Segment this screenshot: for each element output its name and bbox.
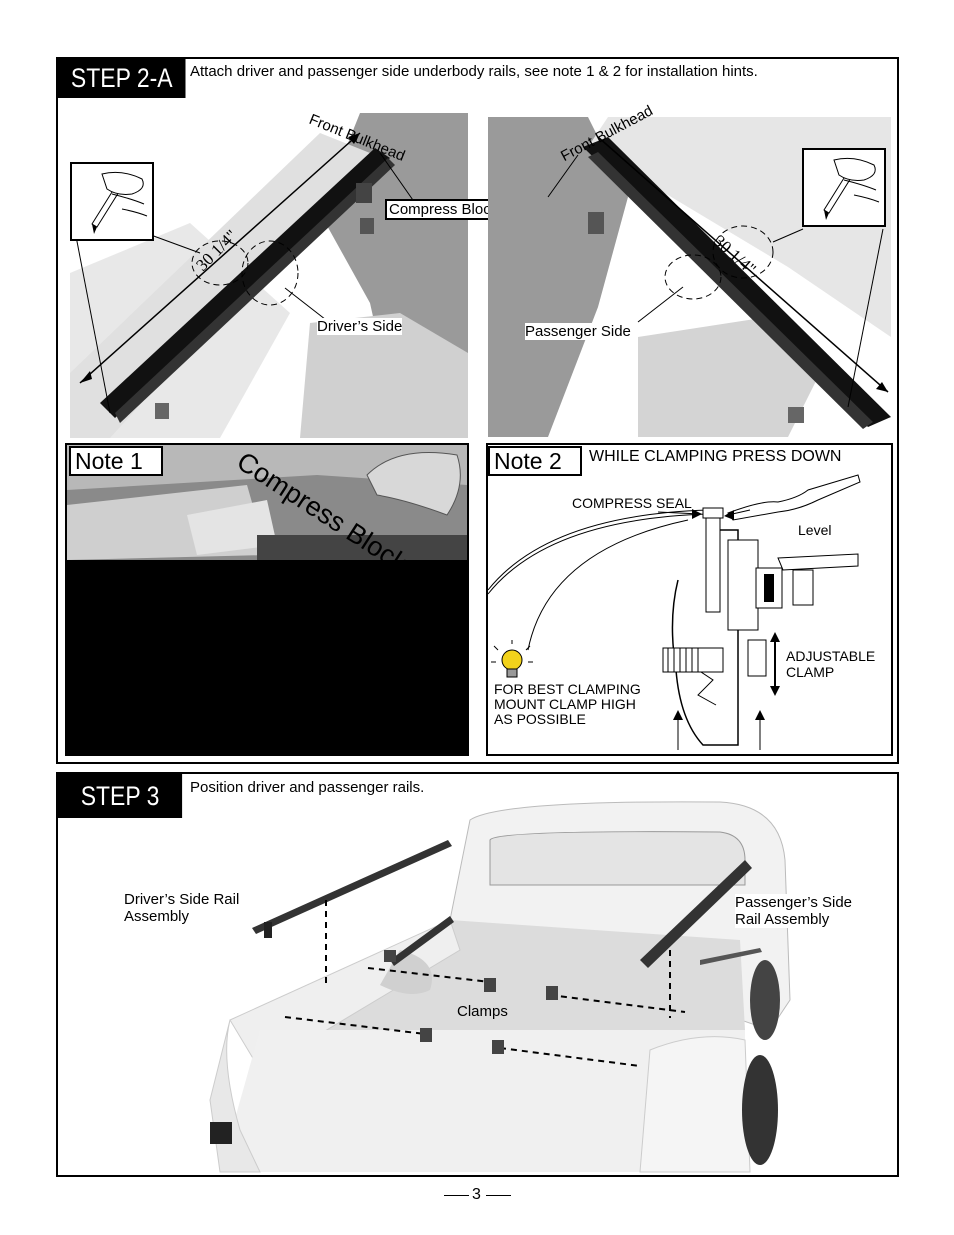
note-1-title: Note 1 <box>69 446 163 476</box>
pencil-hand-icon-right <box>802 148 886 227</box>
step-2a-frame <box>56 57 899 764</box>
note-2-heading: WHILE CLAMPING PRESS DOWN <box>589 448 842 465</box>
tip-line-1: FOR BEST CLAMPING <box>494 681 641 697</box>
note-1-panel <box>65 443 469 756</box>
step-3-instruction: Position driver and passenger rails. <box>190 779 425 796</box>
drivers-side-rail-label-1: Driver’s Side Rail <box>124 891 240 908</box>
page-number-rule-left <box>444 1195 469 1196</box>
adjustable-clamp-label-1: ADJUSTABLE <box>786 648 876 664</box>
step-3-frame <box>56 772 899 1177</box>
note-1-photo <box>67 445 467 560</box>
passenger-side-label: Passenger Side <box>525 323 631 340</box>
page-number-rule-right <box>486 1195 511 1196</box>
note-2-title: Note 2 <box>488 446 582 476</box>
lightbulb-icon <box>491 640 533 678</box>
step-2a-instruction: Attach driver and passenger side underbo… <box>190 63 758 80</box>
passengers-side-rail-label-2: Rail Assembly <box>735 911 830 928</box>
tip-line-2: MOUNT CLAMP HIGH <box>494 696 636 712</box>
clamps-label: Clamps <box>457 1003 508 1020</box>
compress-seal-label: COMPRESS SEAL <box>572 495 692 511</box>
level-label: Level <box>798 522 832 538</box>
truck-bed-illustration <box>209 801 791 1173</box>
page-number: 3 <box>472 1186 481 1203</box>
passengers-side-rail-label-1: Passenger’s Side <box>735 894 853 911</box>
driver-side-illustration <box>70 113 468 438</box>
pencil-hand-icon-left <box>70 162 154 241</box>
adjustable-clamp-label-2: CLAMP <box>786 664 835 680</box>
drivers-side-label: Driver’s Side <box>317 318 403 335</box>
tip-line-3: AS POSSIBLE <box>494 711 586 727</box>
step-2a-tab: STEP 2-A <box>58 59 186 98</box>
step-3-tab: STEP 3 <box>58 774 183 818</box>
clamp-diagram <box>487 474 861 750</box>
drivers-side-rail-label-2: Assembly <box>124 908 190 925</box>
